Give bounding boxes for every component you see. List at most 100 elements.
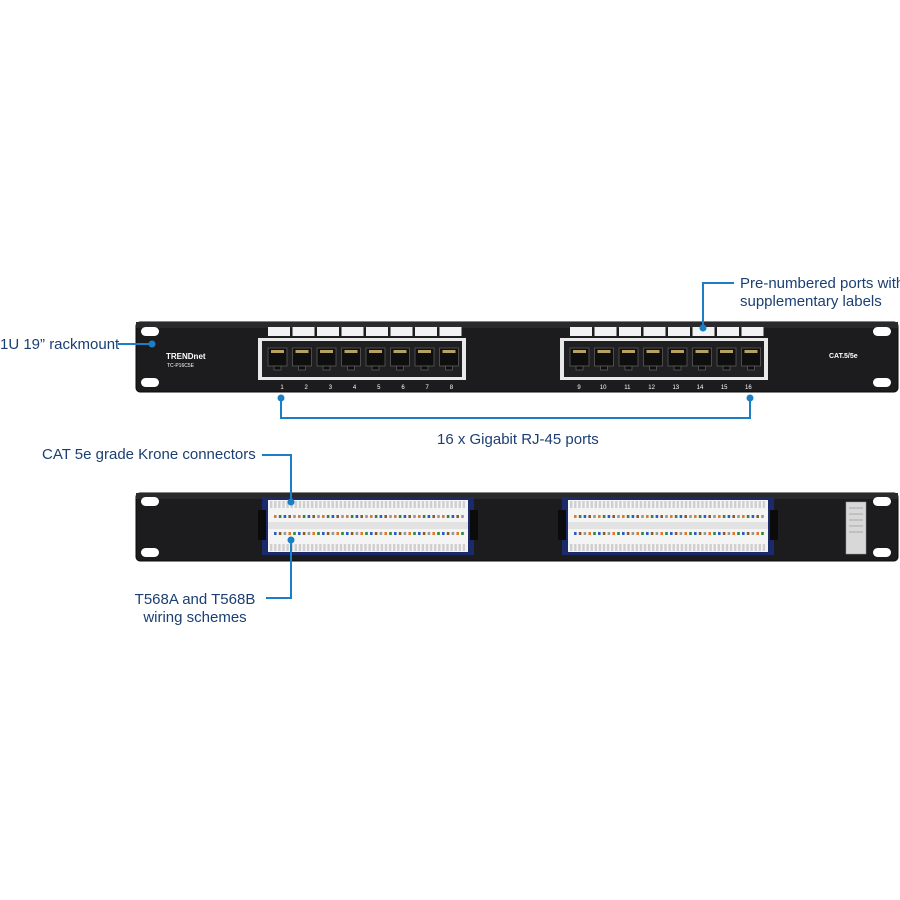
port-label-tab <box>717 327 739 336</box>
idc-slot <box>684 501 688 508</box>
idc-slot <box>611 544 614 551</box>
port-label-tab <box>741 327 764 336</box>
idc-slot <box>372 501 375 508</box>
idc-slot <box>635 544 638 551</box>
port-label-tab <box>366 327 388 336</box>
krone-clip <box>558 510 566 540</box>
idc-slot <box>405 501 408 508</box>
rj45-jack-tab <box>322 365 331 371</box>
idc-slot <box>672 544 675 551</box>
callout-krone: CAT 5e grade Krone connectors <box>42 446 256 463</box>
idc-slot <box>458 501 461 508</box>
krone-mid-strip <box>568 522 768 529</box>
wire-color-code <box>670 515 673 518</box>
wire-color-code <box>432 515 435 518</box>
idc-slot <box>688 544 692 551</box>
idc-slot <box>458 544 461 551</box>
idc-slot <box>631 544 634 551</box>
wire-color-code <box>737 515 740 518</box>
wire-color-code <box>617 532 620 535</box>
callout-line-wiring <box>266 540 292 599</box>
mount-hole <box>873 378 891 387</box>
idc-slot <box>734 544 737 551</box>
wire-color-code <box>756 515 759 518</box>
idc-slot <box>742 544 745 551</box>
wire-color-code <box>451 532 455 535</box>
callout-lines <box>118 282 751 599</box>
idc-slot <box>380 501 384 508</box>
idc-slot <box>327 501 330 508</box>
wire-color-code <box>622 532 625 535</box>
idc-slot <box>725 501 729 508</box>
idc-slot <box>738 544 741 551</box>
idc-slot <box>705 501 708 508</box>
idc-slot <box>298 501 302 508</box>
idc-slot <box>631 501 634 508</box>
wire-color-code <box>307 515 311 518</box>
wire-color-code <box>612 532 615 535</box>
idc-slot <box>421 501 425 508</box>
wire-color-code <box>379 515 383 518</box>
idc-slot <box>454 501 457 508</box>
rj45-jack-tab <box>722 365 731 371</box>
idc-slot <box>758 501 761 508</box>
rj45-jack-tab <box>273 365 282 371</box>
idc-slot <box>758 544 761 551</box>
idc-slot <box>409 501 412 508</box>
idc-slot <box>454 544 457 551</box>
idc-slot <box>643 544 647 551</box>
wire-color-code <box>612 515 615 518</box>
wire-color-code <box>746 532 750 535</box>
krone-clip <box>258 510 266 540</box>
wire-color-code <box>722 532 726 535</box>
idc-slot <box>372 544 375 551</box>
rj45-contacts <box>271 350 284 353</box>
idc-slot <box>368 501 371 508</box>
wire-color-code <box>331 532 335 535</box>
idc-slot <box>701 544 704 551</box>
idc-slot <box>639 501 643 508</box>
idc-slot <box>627 544 630 551</box>
wire-color-code <box>346 532 349 535</box>
idc-slot <box>319 501 322 508</box>
wire-color-code <box>302 515 306 518</box>
idc-slot <box>360 501 363 508</box>
idc-slot <box>442 544 445 551</box>
idc-slot <box>409 544 412 551</box>
idc-slot <box>401 501 404 508</box>
brand-logo: TRENDnet <box>166 352 206 361</box>
idc-slot <box>393 544 396 551</box>
rj45-jack-tab <box>698 365 706 371</box>
wire-color-code <box>403 532 407 535</box>
wire-color-code <box>389 515 392 518</box>
idc-slot <box>746 501 749 508</box>
rj45-jack-tab <box>575 365 584 371</box>
wire-color-code <box>646 532 649 535</box>
idc-slot <box>602 501 606 508</box>
idc-slot <box>417 501 420 508</box>
port-label-tab <box>692 327 715 336</box>
wire-color-code <box>598 515 601 518</box>
wire-color-code <box>422 515 426 518</box>
port-number: 11 <box>624 385 631 391</box>
wire-color-code <box>655 532 659 535</box>
idc-slot <box>368 544 371 551</box>
port-number: 1 <box>280 385 284 391</box>
wire-color-code <box>298 515 301 518</box>
rj45-contacts <box>597 350 611 353</box>
idc-slot <box>598 501 602 508</box>
wire-color-code <box>355 515 359 518</box>
wire-color-code <box>374 532 378 535</box>
port-number: 2 <box>305 385 309 391</box>
idc-slot <box>619 544 622 551</box>
port-number: 15 <box>721 385 728 391</box>
idc-slot <box>578 501 581 508</box>
idc-slot <box>729 544 733 551</box>
wire-color-code <box>398 515 402 518</box>
wire-color-code <box>718 532 721 535</box>
wire-color-code <box>684 515 687 518</box>
wire-color-code <box>602 515 606 518</box>
idc-slot <box>274 501 277 508</box>
port-label-tab <box>439 327 462 336</box>
idc-slot <box>676 544 679 551</box>
